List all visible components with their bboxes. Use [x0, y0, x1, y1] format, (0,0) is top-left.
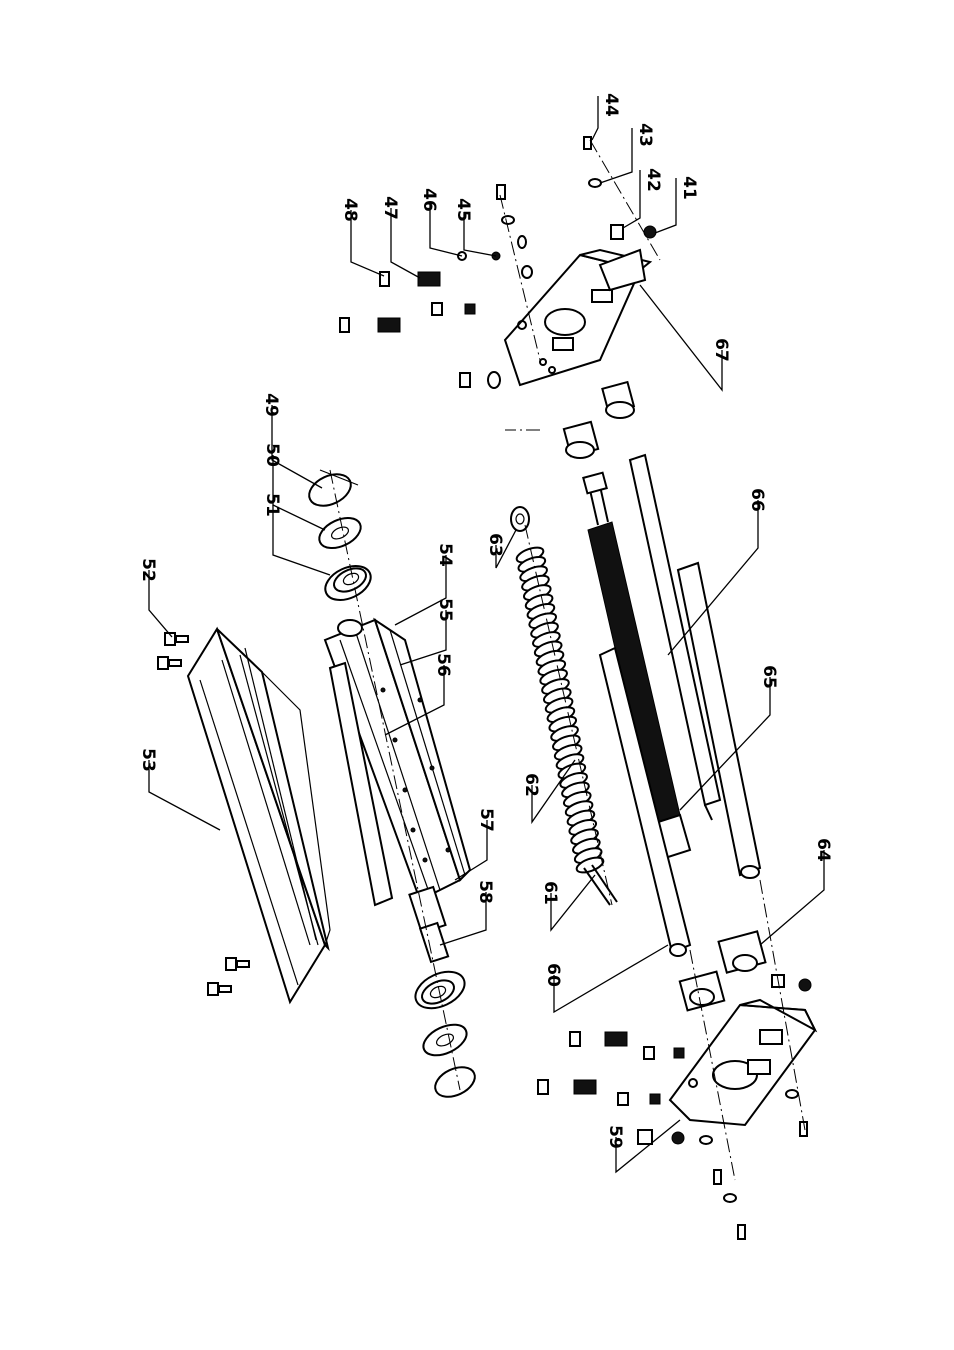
callout-leader: [640, 285, 722, 390]
callout-63: 63: [485, 533, 505, 557]
rubber-roller: [583, 473, 690, 880]
callout-60: 60: [543, 963, 563, 987]
callout-49: 49: [261, 393, 281, 417]
callout-62: 62: [521, 773, 541, 797]
callout-leader: [623, 170, 640, 228]
bushings-top: [564, 382, 634, 458]
bearing-set-bottom: [410, 965, 480, 1103]
callout-65: 65: [759, 665, 779, 689]
callout-57: 57: [476, 808, 496, 832]
callout-59: 59: [605, 1125, 625, 1149]
callout-50: 50: [262, 443, 282, 467]
callout-47: 47: [380, 196, 400, 220]
callout-44: 44: [601, 93, 621, 117]
callout-51: 51: [262, 493, 282, 517]
callout-48: 48: [340, 198, 360, 222]
callout-64: 64: [813, 838, 833, 862]
bushings-bottom: [680, 931, 766, 1010]
callout-43: 43: [635, 123, 655, 147]
callout-56: 56: [433, 653, 453, 677]
callout-66: 66: [747, 488, 767, 512]
springs-top: [340, 252, 500, 388]
callout-leader: [149, 760, 220, 830]
cover-plate: [188, 629, 330, 1002]
callout-42: 42: [643, 168, 663, 192]
callout-55: 55: [435, 598, 455, 622]
nut-63: [511, 507, 529, 531]
callout-leader: [600, 128, 632, 183]
callout-leader: [592, 96, 598, 140]
callout-53: 53: [138, 748, 158, 772]
callout-leader: [554, 945, 668, 1012]
callouts: 41 42 43 44 45 46 47 48 49 50 51 52 53 54 55 56 57 58 59 60…: [138, 93, 833, 1172]
callout-45: 45: [453, 198, 473, 222]
spiral-roller: [515, 545, 605, 876]
callout-41: 41: [679, 176, 699, 200]
side-frame-top: [505, 250, 650, 385]
callout-58: 58: [475, 880, 495, 904]
bearing-set-top: [304, 468, 376, 607]
callout-46: 46: [419, 188, 439, 212]
callout-54: 54: [435, 543, 455, 567]
side-frame-bottom: [670, 1000, 815, 1125]
callout-52: 52: [138, 558, 158, 582]
callout-61: 61: [540, 881, 560, 905]
callout-67: 67: [711, 338, 731, 362]
